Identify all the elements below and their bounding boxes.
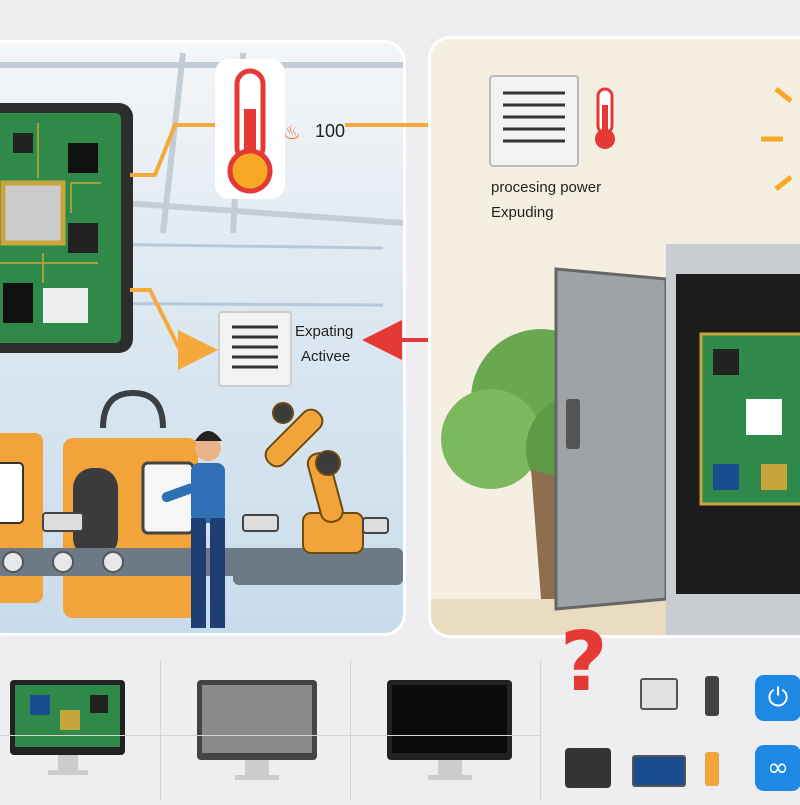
circuit-chip-icon[interactable] — [632, 755, 686, 787]
switch-panel-icon[interactable] — [565, 748, 611, 788]
factory-scene: ♨ 100 Expating Activee — [0, 40, 406, 636]
thermometer-icon — [215, 59, 285, 199]
monitor-cell — [350, 660, 541, 800]
question-icon: ? — [560, 615, 608, 710]
outdoor-illustration — [431, 87, 800, 635]
fire-icon: ♨ — [283, 120, 301, 144]
processing-label: procesing power — [491, 179, 602, 196]
vent-icon — [218, 311, 292, 387]
monitor-black-icon[interactable] — [350, 660, 540, 800]
monitor-cell — [160, 660, 351, 800]
plug-icon[interactable] — [640, 678, 678, 710]
connector-icon[interactable] — [705, 752, 719, 786]
sun-icon — [791, 109, 792, 110]
power-icon: ⏻ — [767, 682, 789, 713]
monitor-cell — [0, 660, 161, 800]
link-button[interactable]: ∞ — [755, 745, 800, 791]
expanding-label: Expuding — [491, 204, 554, 221]
temperature-value: 100 — [315, 121, 346, 141]
usb-icon[interactable] — [705, 676, 719, 716]
vent-label-line1: Expating — [295, 323, 354, 340]
monitor-circuit-icon[interactable] — [0, 660, 160, 800]
circuit-board-display — [0, 103, 133, 353]
vent-icon — [489, 75, 579, 167]
monitor-gray-icon[interactable] — [160, 660, 350, 800]
thermometer-icon — [584, 85, 626, 155]
vent-label-line2: Activee — [301, 348, 351, 365]
outdoor-scene: procesing power Expuding — [428, 36, 800, 638]
power-button[interactable]: ⏻ — [755, 675, 800, 721]
divider — [0, 735, 540, 736]
bottom-toolbar — [0, 660, 800, 800]
link-icon: ∞ — [767, 753, 789, 783]
circuit-board-illustration — [0, 113, 121, 343]
